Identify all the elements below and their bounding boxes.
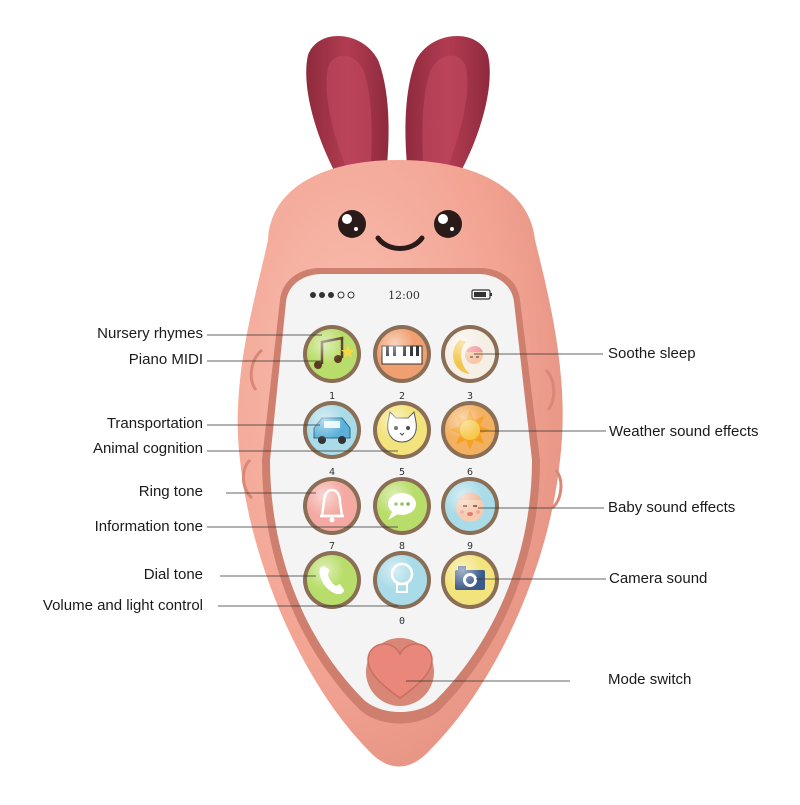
label-dial-tone: Dial tone (143, 566, 203, 583)
label-baby-sound: Baby sound effects (608, 499, 736, 516)
leader-lines (207, 334, 606, 682)
button-volume-light[interactable] (373, 551, 431, 609)
label-transportation: Transportation (106, 415, 203, 432)
button-animal-cognition[interactable] (373, 401, 431, 459)
keypad-numbers: 1 2 3 4 5 6 7 8 9 0 (329, 391, 473, 627)
number-2: 2 (399, 391, 405, 402)
right-ear-inner (422, 55, 468, 180)
label-weather-sound: Weather sound effects (609, 423, 759, 440)
status-time: 12:00 (388, 289, 420, 302)
status-bar: 12:00 (310, 289, 492, 302)
mode-switch-button[interactable] (366, 638, 434, 706)
number-9: 9 (467, 541, 473, 552)
button-soothe-sleep[interactable] (441, 325, 499, 383)
label-ring-tone: Ring tone (138, 483, 203, 500)
label-animal-cognition: Animal cognition (92, 440, 203, 457)
label-piano-midi: Piano MIDI (128, 351, 203, 368)
number-8: 8 (399, 541, 405, 552)
button-information-tone[interactable] (373, 477, 431, 535)
label-nursery-rhymes: Nursery rhymes (97, 325, 203, 342)
number-7: 7 (329, 541, 335, 552)
label-soothe-sleep: Soothe sleep (608, 345, 696, 362)
button-piano[interactable] (373, 325, 431, 383)
button-transportation[interactable] (303, 401, 361, 459)
number-4: 4 (329, 467, 335, 478)
heart-icon (367, 643, 433, 699)
number-5: 5 (399, 467, 405, 478)
number-0: 0 (399, 616, 405, 627)
button-nursery-rhymes[interactable] (303, 325, 361, 383)
button-baby-sound[interactable] (441, 477, 499, 535)
label-mode-switch: Mode switch (608, 671, 692, 688)
number-3: 3 (467, 391, 473, 402)
bunny-face (338, 210, 462, 251)
button-dial-tone[interactable] (303, 551, 361, 609)
number-6: 6 (467, 467, 473, 478)
label-volume-light: Volume and light control (42, 597, 203, 614)
keypad (303, 325, 499, 609)
label-information-tone: Information tone (94, 518, 203, 535)
number-1: 1 (329, 391, 335, 402)
label-camera-sound: Camera sound (609, 570, 708, 587)
button-camera-sound[interactable] (441, 551, 499, 609)
left-ear-inner (326, 55, 372, 180)
button-ring-tone[interactable] (303, 477, 361, 535)
button-weather-sound[interactable] (441, 401, 499, 459)
